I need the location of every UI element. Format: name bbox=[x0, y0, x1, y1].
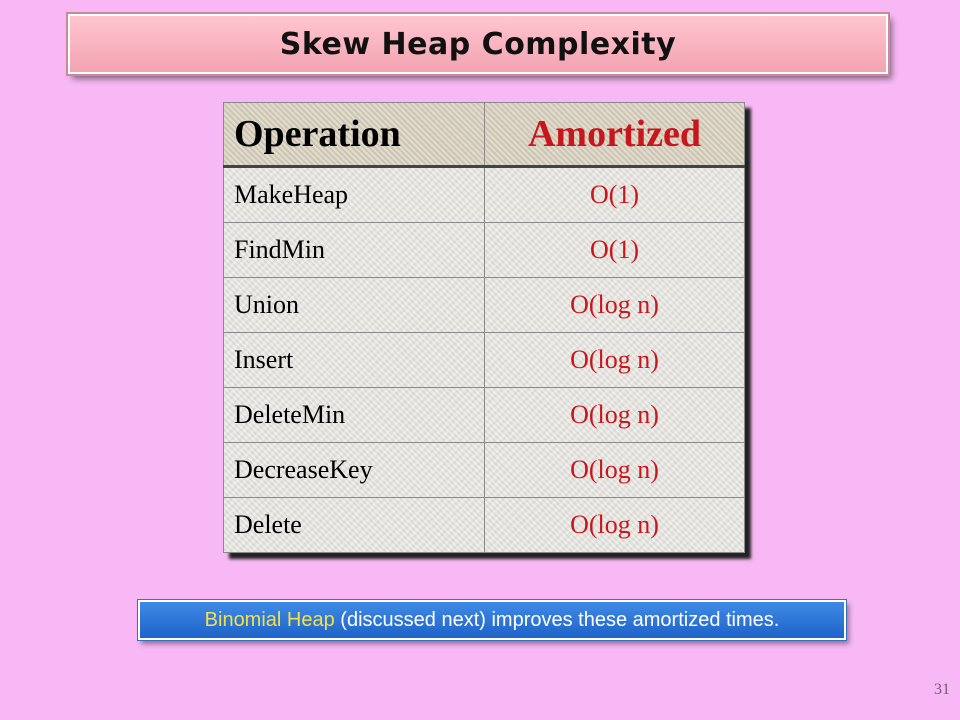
table-header-row: Operation Amortized bbox=[223, 102, 745, 168]
slide-title-bar: Skew Heap Complexity bbox=[68, 14, 888, 74]
binomial-heap-note: Binomial Heap (discussed next) improves … bbox=[138, 600, 846, 640]
operation-cell: FindMin bbox=[223, 222, 485, 278]
amortized-cell: O(1) bbox=[484, 166, 745, 223]
note-text: Binomial Heap (discussed next) improves … bbox=[205, 609, 780, 632]
amortized-cell: O(log n) bbox=[484, 277, 745, 333]
slide-title: Skew Heap Complexity bbox=[279, 26, 677, 62]
page-number: 31 bbox=[934, 681, 950, 698]
table-row: Insert O(log n) bbox=[223, 332, 745, 388]
amortized-cell: O(log n) bbox=[484, 332, 745, 388]
table-row: Union O(log n) bbox=[223, 277, 745, 333]
note-rest: (discussed next) improves these amortize… bbox=[334, 608, 780, 631]
table-row: FindMin O(1) bbox=[223, 222, 745, 278]
operation-cell: Delete bbox=[223, 497, 485, 553]
table-row: MakeHeap O(1) bbox=[223, 166, 745, 223]
amortized-cell: O(1) bbox=[484, 222, 745, 278]
table-row: DecreaseKey O(log n) bbox=[223, 442, 745, 498]
operation-cell: DeleteMin bbox=[223, 387, 485, 443]
operation-cell: MakeHeap bbox=[223, 166, 485, 223]
header-operation: Operation bbox=[223, 102, 485, 168]
amortized-cell: O(log n) bbox=[484, 497, 745, 553]
note-highlight: Binomial Heap bbox=[204, 608, 335, 631]
operation-cell: Union bbox=[223, 277, 485, 333]
complexity-table-container: Operation Amortized MakeHeap O(1) FindMi… bbox=[223, 102, 745, 553]
header-amortized: Amortized bbox=[484, 102, 745, 168]
complexity-table: Operation Amortized MakeHeap O(1) FindMi… bbox=[223, 102, 745, 553]
operation-cell: Insert bbox=[223, 332, 485, 388]
operation-cell: DecreaseKey bbox=[223, 442, 485, 498]
table-row: Delete O(log n) bbox=[223, 497, 745, 553]
table-row: DeleteMin O(log n) bbox=[223, 387, 745, 443]
amortized-cell: O(log n) bbox=[484, 442, 745, 498]
amortized-cell: O(log n) bbox=[484, 387, 745, 443]
